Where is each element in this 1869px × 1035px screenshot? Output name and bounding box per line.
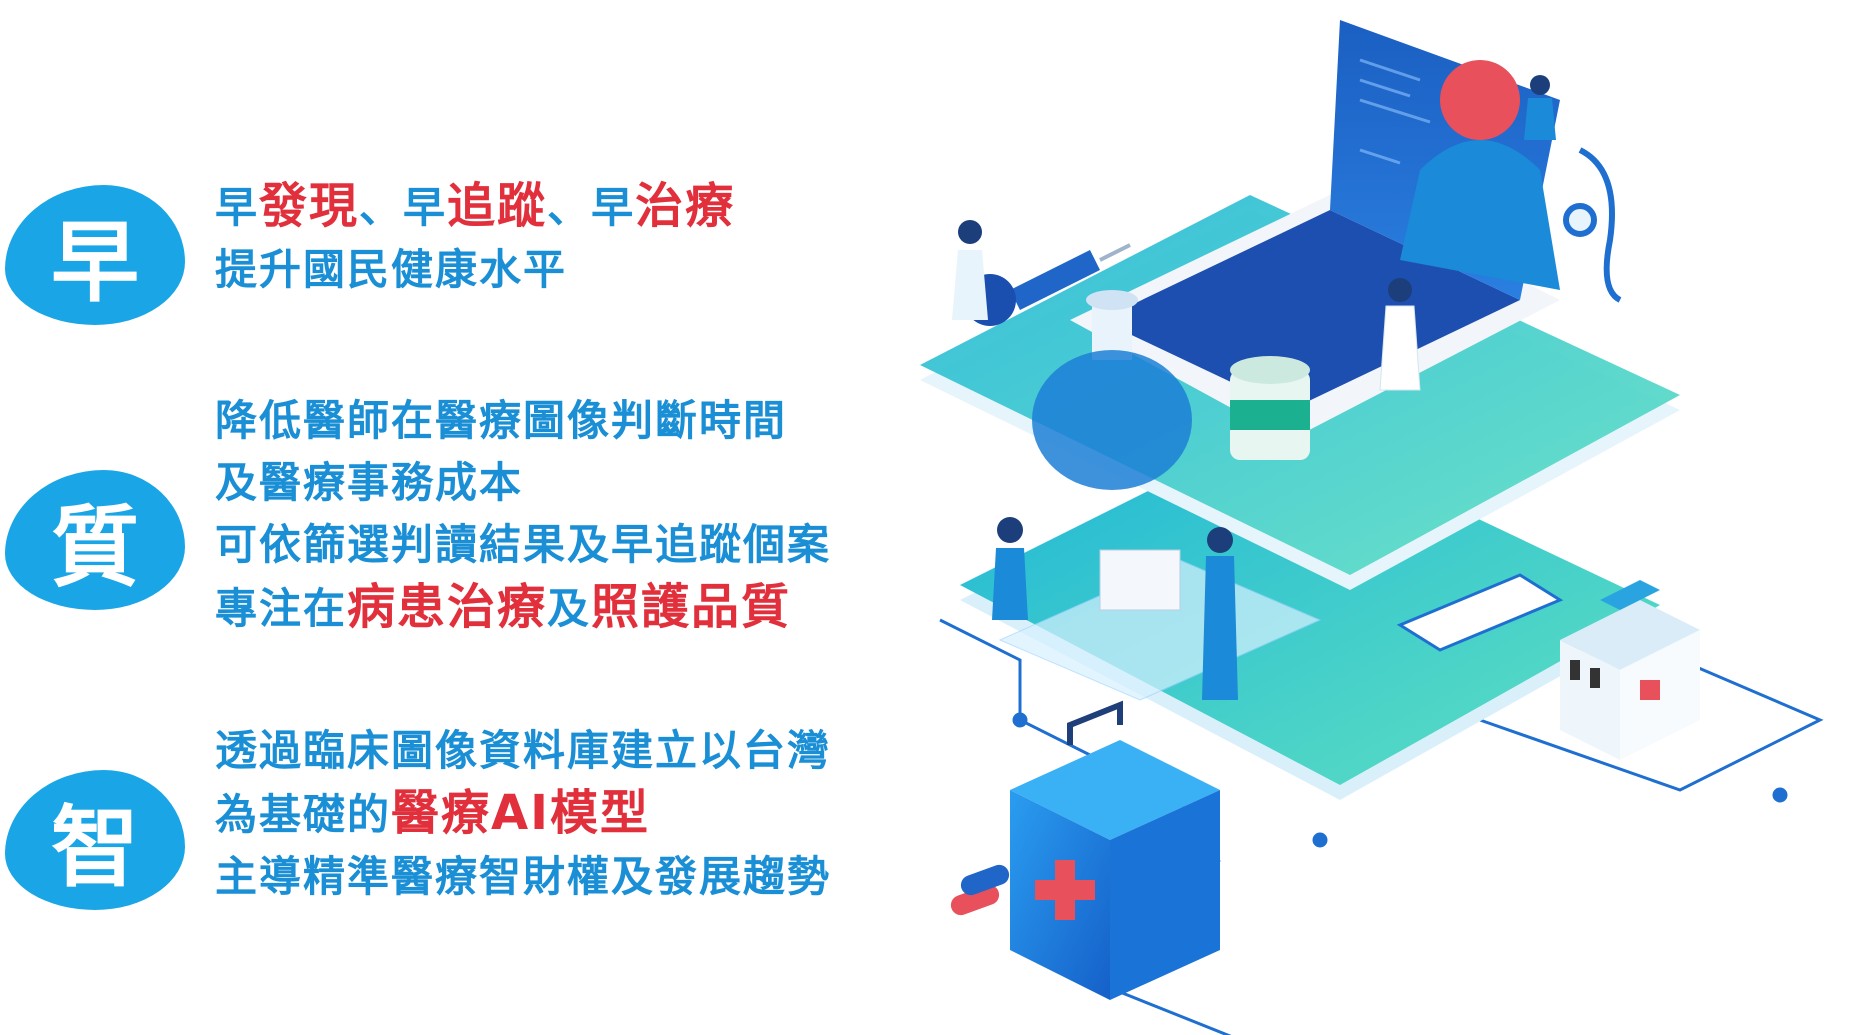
badge-quality: 質 <box>5 470 185 610</box>
staff-figure <box>1524 75 1556 140</box>
text-segment: 可依篩選判讀結果及早追蹤個案 <box>215 520 832 569</box>
text-segment: 、早 <box>359 183 448 232</box>
text-segment: 、早 <box>547 183 636 232</box>
text-segment: 早 <box>215 183 260 232</box>
laptop-icon <box>1070 20 1560 440</box>
hospital-icon <box>1560 580 1700 760</box>
badge-early: 早 <box>5 185 185 325</box>
patient-figure <box>992 517 1028 620</box>
highlight-segment: 病患治療 <box>347 579 548 635</box>
doctor-figure <box>1379 278 1421 391</box>
medical-illustration <box>920 20 1824 1035</box>
badge-smart: 智 <box>5 770 185 910</box>
clipboard-icon <box>1396 573 1564 652</box>
highlight-segment: 照護品質 <box>591 579 792 635</box>
text-segment: 及 <box>547 584 592 633</box>
nurse-figure <box>952 220 988 320</box>
pill-capsule-icon <box>950 864 1010 916</box>
first-aid-kit-icon <box>1010 700 1220 1000</box>
early-line-1: 早發現、早追蹤、早治療 <box>215 175 735 239</box>
pill-bottle-icon <box>1230 356 1310 460</box>
highlight-segment: 追蹤 <box>447 178 548 234</box>
early-line-2: 提升國民健康水平 <box>215 239 735 301</box>
text-segment: 透過臨床圖像資料庫建立以台灣 <box>215 726 832 775</box>
text-segment: 降低醫師在醫療圖像判斷時間 <box>215 396 788 445</box>
nurse-standing-figure <box>1202 527 1238 700</box>
smart-line-2: 為基礎的醫療AI模型 <box>215 782 831 846</box>
highlight-segment: 發現 <box>259 178 360 234</box>
stethoscope-icon <box>1563 147 1622 303</box>
highlight-segment: 醫療AI模型 <box>391 785 651 841</box>
text-segment: 專注在 <box>215 584 348 633</box>
smart-line-3: 主導精準醫療智財權及發展趨勢 <box>215 846 831 908</box>
flask-icon <box>1032 290 1192 490</box>
desk-icon <box>998 549 1322 701</box>
text-segment: 主導精準醫療智財權及發展趨勢 <box>215 852 832 901</box>
highlight-segment: 治療 <box>635 178 736 234</box>
quality-line-1: 降低醫師在醫療圖像判斷時間 <box>215 390 831 452</box>
text-segment: 為基礎的 <box>215 790 392 839</box>
text-segment: 及醫療事務成本 <box>215 458 524 507</box>
quality-line-3: 可依篩選判讀結果及早追蹤個案 <box>215 514 831 576</box>
smart-line-1: 透過臨床圖像資料庫建立以台灣 <box>215 720 831 782</box>
text-segment: 提升國民健康水平 <box>215 245 568 294</box>
quality-line-2: 及醫療事務成本 <box>215 452 831 514</box>
quality-line-4: 專注在病患治療及照護品質 <box>215 576 831 640</box>
